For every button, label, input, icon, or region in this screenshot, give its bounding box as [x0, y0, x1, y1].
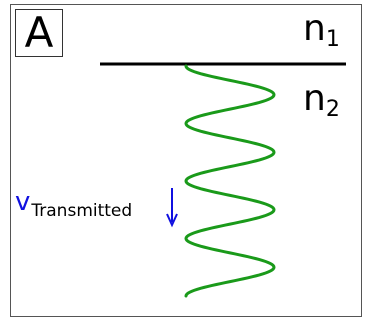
figure-frame: A n1 n2 vTransmitted: [10, 4, 362, 317]
upper-index-subscript: 1: [325, 27, 340, 52]
velocity-arrow-icon: [166, 188, 178, 228]
lower-index-symbol: n: [303, 78, 326, 119]
velocity-subscript: Transmitted: [31, 201, 133, 221]
transmitted-wave: [184, 64, 276, 298]
lower-index-subscript: 2: [325, 97, 340, 122]
upper-medium-index: n1: [303, 11, 340, 51]
lower-medium-index: n2: [303, 81, 340, 121]
upper-index-symbol: n: [303, 8, 326, 49]
velocity-symbol: v: [15, 187, 31, 217]
velocity-label: vTransmitted: [15, 189, 132, 220]
panel-label: A: [15, 9, 63, 57]
